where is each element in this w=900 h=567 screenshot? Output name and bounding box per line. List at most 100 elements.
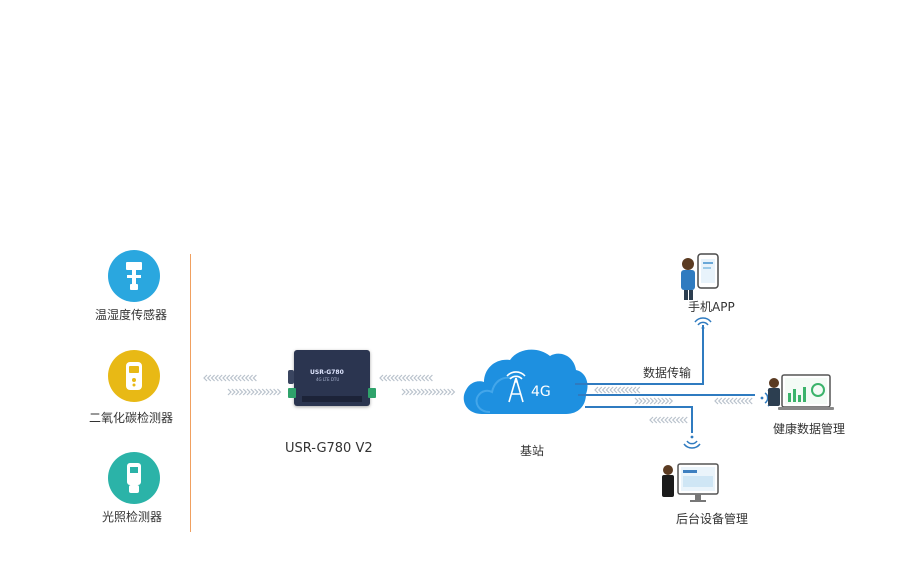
chevron-arrow-icon	[242, 388, 248, 396]
chevron-arrow-icon	[664, 397, 670, 405]
chevron-arrow-row	[594, 386, 641, 394]
chevron-arrow-icon	[671, 416, 677, 424]
device-left-connector	[288, 388, 296, 398]
chevron-arrow-icon	[222, 374, 227, 382]
chevron-arrow-icon	[624, 386, 629, 394]
chevron-arrow-icon	[431, 388, 437, 396]
chevron-arrow-icon	[229, 374, 235, 382]
chevron-arrow-row	[227, 388, 282, 396]
chevron-arrow-icon	[656, 416, 662, 424]
temperature-humidity-sensor-icon	[108, 250, 160, 302]
chevron-arrow-icon	[276, 388, 282, 396]
chevron-arrow-icon	[428, 388, 433, 396]
chevron-arrow-icon	[435, 388, 441, 396]
chevron-arrow-icon	[439, 388, 444, 396]
chevron-arrow-icon	[254, 388, 259, 396]
wifi-icon	[694, 317, 712, 330]
chevron-arrow-icon	[609, 386, 614, 394]
chevron-arrow-icon	[252, 374, 257, 382]
sensor-label: 温湿度传感器	[95, 308, 168, 322]
chevron-arrow-icon	[394, 374, 399, 382]
chevron-arrow-icon	[398, 374, 403, 382]
dtu-device: USR-G780 4G LTE DTU	[288, 348, 376, 413]
chevron-arrow-icon	[649, 397, 655, 405]
chevron-arrow-icon	[269, 388, 274, 396]
device-model-text: USR-G780	[310, 369, 344, 376]
chevron-arrow-icon	[661, 397, 666, 405]
chevron-arrow-icon	[203, 374, 208, 382]
chevron-arrow-icon	[225, 374, 231, 382]
chevron-arrow-icon	[241, 374, 246, 382]
chevron-arrow-icon	[729, 397, 734, 405]
health-data-label: 健康数据管理	[773, 422, 846, 436]
chevron-arrow-icon	[233, 374, 238, 382]
sensor-temperature-humidity: 温湿度传感器	[95, 250, 185, 325]
chevron-arrow-icon	[597, 386, 603, 394]
chevron-arrow-icon	[605, 386, 610, 394]
device-body: USR-G780 4G LTE DTU	[288, 350, 370, 406]
mobile-app-label: 手机APP	[688, 300, 735, 314]
chevron-arrow-icon	[645, 397, 651, 405]
co2-detector-icon	[108, 350, 160, 402]
sensor-label: 光照检测器	[102, 510, 163, 524]
sensor-label: 二氧化碳检测器	[89, 411, 174, 425]
chevron-arrow-icon	[717, 397, 723, 405]
chevron-arrow-icon	[668, 416, 673, 424]
chevron-arrow-row	[634, 397, 674, 405]
chevron-arrow-icon	[218, 374, 223, 382]
chevron-arrow-icon	[660, 416, 665, 424]
chevron-arrow-icon	[382, 374, 388, 382]
chevron-arrow-icon	[748, 397, 753, 405]
chevron-arrow-icon	[405, 388, 410, 396]
chevron-arrow-icon	[244, 374, 250, 382]
light-detector-icon	[108, 452, 160, 504]
device-terminal	[302, 396, 362, 402]
sensor-co2: 二氧化碳检测器	[89, 350, 189, 425]
chevron-arrow-icon	[420, 388, 425, 396]
chevron-arrow-icon	[714, 397, 719, 405]
chevron-arrow-icon	[628, 386, 633, 394]
chevron-arrow-icon	[657, 397, 662, 405]
chevron-arrow-icon	[409, 388, 414, 396]
chevron-arrow-icon	[664, 416, 669, 424]
chevron-arrow-icon	[649, 416, 654, 424]
chevron-arrow-icon	[620, 386, 626, 394]
chevron-arrow-icon	[744, 397, 749, 405]
cloud-caption: 基站	[520, 444, 545, 458]
chevron-arrow-icon	[238, 388, 244, 396]
chevron-arrow-icon	[386, 374, 392, 382]
chevron-arrow-icon	[675, 416, 681, 424]
chevron-arrow-icon	[652, 416, 658, 424]
cloud-icon	[463, 349, 588, 414]
chevron-arrow-icon	[420, 374, 426, 382]
chevron-arrow-icon	[683, 416, 688, 424]
chevron-arrow-icon	[447, 388, 452, 396]
chevron-arrow-icon	[638, 397, 643, 405]
laptop-user-icon	[768, 374, 834, 410]
chevron-arrow-icon	[412, 388, 418, 396]
chevron-arrow-icon	[248, 374, 254, 382]
chevron-arrow-icon	[237, 374, 242, 382]
chevron-arrow-icon	[261, 388, 267, 396]
chevron-arrow-icon	[424, 388, 429, 396]
chevron-arrow-icon	[265, 388, 270, 396]
chevron-arrow-icon	[721, 397, 727, 405]
chevron-arrow-icon	[246, 388, 251, 396]
chevron-arrow-icon	[450, 388, 456, 396]
tower-icon	[506, 371, 526, 403]
chevron-arrow-icon	[250, 388, 255, 396]
chevron-arrow-icon	[416, 388, 422, 396]
device-antenna-icon	[288, 370, 294, 384]
chevron-arrow-icon	[257, 388, 263, 396]
chevron-arrow-icon	[390, 374, 395, 382]
wifi-icon	[683, 435, 701, 449]
chevron-arrow-icon	[616, 386, 622, 394]
device-cloud-arrows	[379, 374, 456, 396]
chevron-arrow-row	[649, 416, 688, 424]
chevron-arrow-icon	[613, 386, 618, 394]
chevron-arrow-icon	[409, 374, 414, 382]
device-sub-text: 4G LTE DTU	[316, 377, 340, 382]
chevron-arrow-icon	[227, 388, 232, 396]
sensor-light: 光照检测器	[100, 452, 190, 527]
divider-line	[190, 254, 191, 532]
